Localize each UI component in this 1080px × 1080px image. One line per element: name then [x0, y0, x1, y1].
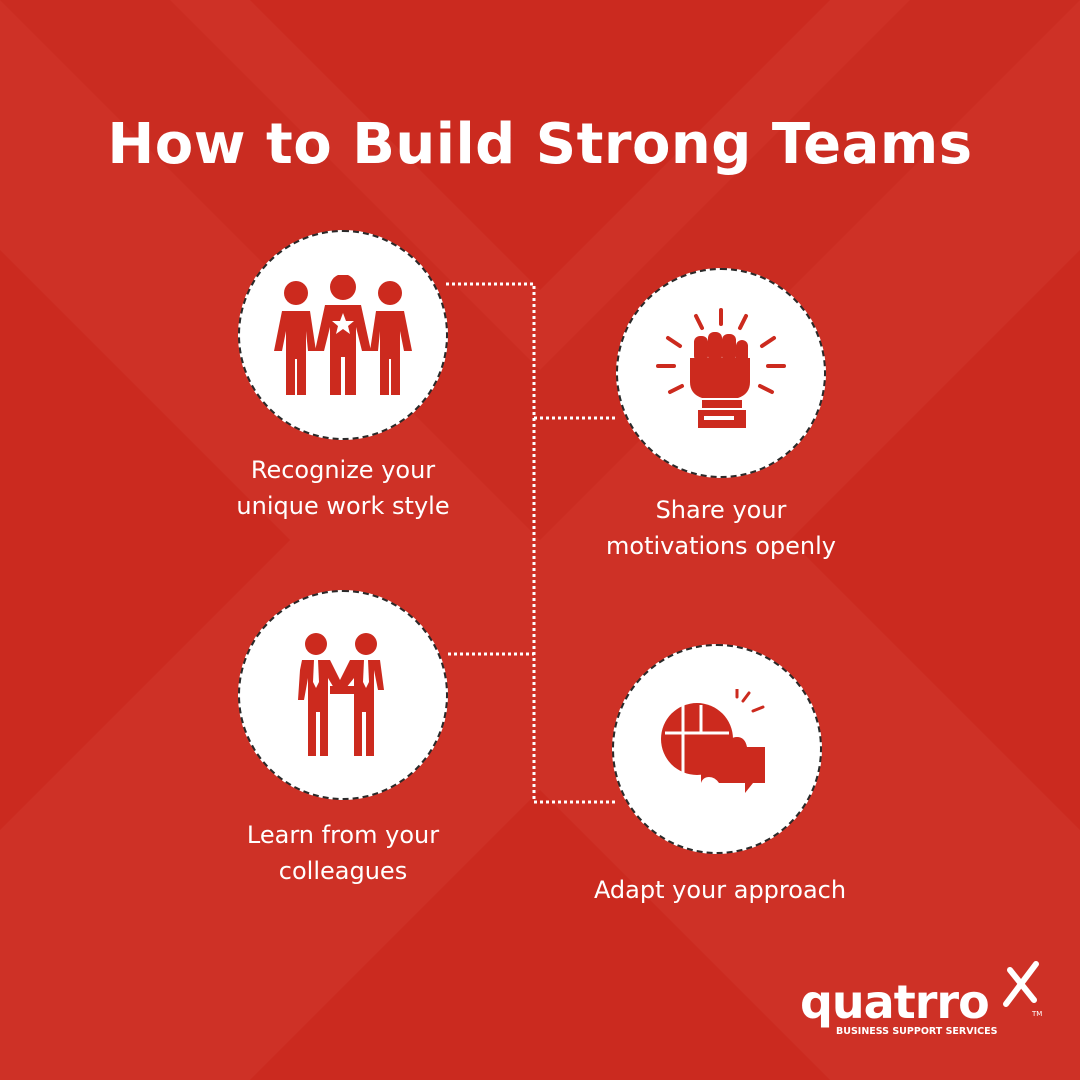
svg-text:BUSINESS SUPPORT SERVICES: BUSINESS SUPPORT SERVICES — [836, 1026, 998, 1037]
svg-text:quatrro: quatrro — [800, 975, 989, 1029]
step-circle-1 — [238, 230, 448, 440]
step-label-1-line1: Recognize your — [250, 456, 436, 484]
svg-text:TM: TM — [1031, 1010, 1042, 1018]
quatrro-logo: quatrro TM BUSINESS SUPPORT SERVICES — [796, 960, 1046, 1040]
step-label-1-line2: unique work style — [236, 492, 450, 520]
step-label-2-line1: Share your — [655, 496, 787, 524]
step-label-2-line2: motivations openly — [606, 532, 836, 560]
step-circle-4 — [612, 644, 822, 854]
raised-fist-icon — [656, 308, 786, 428]
step-circle-3 — [238, 590, 448, 800]
step-label-3: Learn from your colleagues — [208, 817, 478, 889]
step-label-2: Share your motivations openly — [576, 492, 866, 564]
team-leader-icon — [274, 275, 412, 395]
step-label-4-line1: Adapt your approach — [593, 876, 847, 904]
page-title: How to Build Strong Teams — [107, 112, 973, 177]
step-label-3-line2: colleagues — [278, 857, 408, 885]
step-label-1: Recognize your unique work style — [208, 452, 478, 524]
handshake-people-icon — [298, 633, 384, 756]
step-label-3-line1: Learn from your — [246, 821, 440, 849]
brand-logo-mark: quatrro TM BUSINESS SUPPORT SERVICES — [800, 961, 1042, 1037]
puzzle-chat-icon — [661, 689, 765, 793]
step-circle-2 — [616, 268, 826, 478]
step-label-4: Adapt your approach — [560, 872, 880, 908]
